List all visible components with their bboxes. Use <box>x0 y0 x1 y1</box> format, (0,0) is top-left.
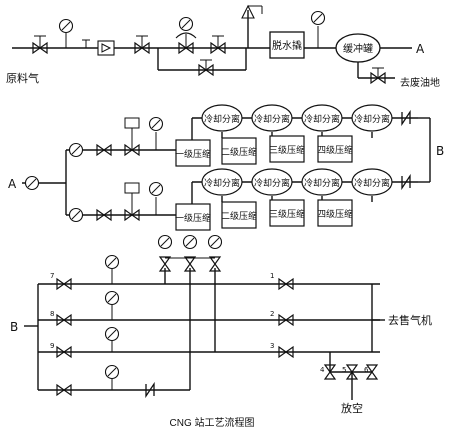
train1-stage2-label: 二级压缩 <box>221 146 257 158</box>
valve-9-number: 9 <box>50 342 54 350</box>
node-a-top-label: A <box>416 42 425 56</box>
valve-2-number: 2 <box>270 310 274 318</box>
gauge-bottom-left-icon <box>104 364 120 380</box>
train1-stage1-label: 一级压缩 <box>175 148 211 160</box>
relief-valve-icon <box>241 4 255 19</box>
train1-cooler1 <box>201 104 243 132</box>
train1-stage1-box <box>175 139 211 167</box>
dehydrator-label: 脱水撬 <box>272 39 302 52</box>
buffer-tank <box>335 33 381 63</box>
gauge-cluster-1-icon <box>157 234 173 250</box>
train1-cooler4 <box>351 104 393 132</box>
train1-stage3-label: 三级压缩 <box>269 144 305 156</box>
valve-1-number: 1 <box>270 272 274 280</box>
to-dispenser-label: 去售气机 <box>388 313 432 327</box>
train1-stage4-box <box>317 135 353 163</box>
train2-stage3-label: 三级压缩 <box>269 208 305 220</box>
train1-cooler1-label: 冷却分离 <box>204 113 240 125</box>
drain-label: 去废油地 <box>400 76 440 89</box>
valve-8-number: 8 <box>50 310 54 318</box>
train1-cooler3-label: 冷却分离 <box>304 113 340 125</box>
filter-icon <box>97 40 115 56</box>
node-b-right-label: B <box>436 144 444 158</box>
train1-cooler2 <box>251 104 293 132</box>
train2-cooler4-label: 冷却分离 <box>354 177 390 189</box>
vent-valve-4-number: 4 <box>320 366 325 374</box>
train2-cooler1 <box>201 168 243 196</box>
gauge-cluster-2-icon <box>182 234 198 250</box>
vent-label: 放空 <box>341 401 363 415</box>
train2-stage2-box <box>221 201 257 229</box>
compressor-section: A 一级压缩 二级压缩 三级压缩 四级压缩 冷却分离 冷却分离 冷却分离 冷却分… <box>8 104 444 231</box>
train1-cooler4-label: 冷却分离 <box>354 113 390 125</box>
train2-stage3-box <box>269 199 305 227</box>
train2-stage4-box <box>317 199 353 227</box>
valve-3-number: 3 <box>270 342 274 350</box>
train1-stage3-box <box>269 135 305 163</box>
vent-valve-5-number: 5 <box>342 366 346 374</box>
train2-cooler2 <box>251 168 293 196</box>
train1-cooler2-label: 冷却分离 <box>254 113 290 125</box>
train2-gauge-icon <box>148 181 164 197</box>
feed-section: 脱水撬 缓冲罐 原料气 A 去废油地 <box>6 4 440 89</box>
gauge-mid-left-icon <box>104 290 120 306</box>
feed-pressure-gauge-icon <box>58 18 74 34</box>
node-b-label: B <box>10 320 18 334</box>
gauge-top-left-icon <box>104 254 120 270</box>
diagram-caption: CNG 站工艺流程图 <box>170 416 255 429</box>
train2-cooler3 <box>301 168 343 196</box>
storage-section: B 7 8 9 1 2 3 4 <box>10 234 432 415</box>
train1-cooler3 <box>301 104 343 132</box>
train2-cooler3-label: 冷却分离 <box>304 177 340 189</box>
control-gauge-icon <box>178 16 194 32</box>
dehydrator-box <box>269 31 305 59</box>
buffer-tank-label: 缓冲罐 <box>343 42 373 55</box>
train2-inlet-gauge-icon <box>68 207 84 223</box>
feed-gas-label: 原料气 <box>6 71 39 85</box>
dehydrator-gauge-icon <box>310 10 326 26</box>
train2-stage4-label: 四级压缩 <box>317 208 353 220</box>
valve-7-number: 7 <box>50 272 54 280</box>
node-a-label: A <box>8 177 17 191</box>
train2-stage1-box <box>175 203 211 231</box>
train2-stage1-label: 一级压缩 <box>175 212 211 224</box>
train1-inlet-gauge-icon <box>68 142 84 158</box>
train1-gauge-icon <box>148 116 164 132</box>
train1-stage2-box <box>221 137 257 165</box>
train2-cooler4 <box>351 168 393 196</box>
gauge-cluster-3-icon <box>207 234 223 250</box>
inlet-gauge-icon <box>24 175 40 191</box>
train2-cooler1-label: 冷却分离 <box>204 177 240 189</box>
train1-stage4-label: 四级压缩 <box>317 144 353 156</box>
train2-stage2-label: 二级压缩 <box>221 210 257 222</box>
train2-cooler2-label: 冷却分离 <box>254 177 290 189</box>
vent-valve-6-number: 6 <box>364 366 369 374</box>
gauge-low-left-icon <box>104 326 120 342</box>
